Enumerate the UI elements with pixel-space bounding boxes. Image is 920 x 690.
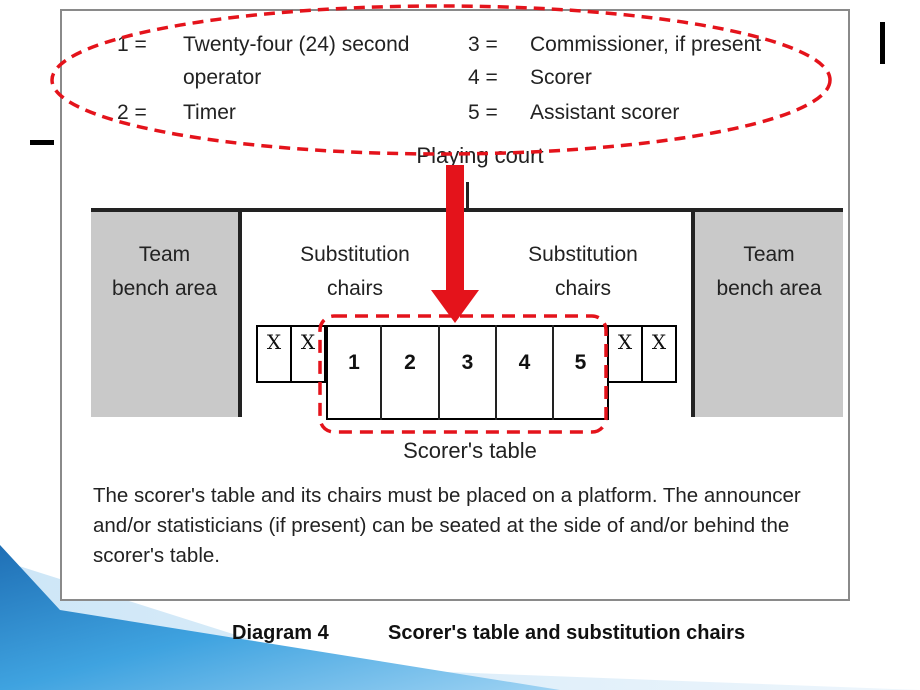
team-bench-label-left-line1: Team xyxy=(138,243,191,266)
team-bench-label-left-line2: bench area xyxy=(111,277,218,300)
seat-5: 5 xyxy=(574,351,587,374)
subs-label-right-line1: Substitution xyxy=(528,243,638,266)
diagram-number: Diagram 4 xyxy=(232,622,329,644)
substitution-chairs-label-right: Substitution chairs xyxy=(478,238,688,306)
slide-title-dash xyxy=(30,140,54,145)
diagram-title: Scorer's table and substitution chairs xyxy=(388,622,746,644)
center-line xyxy=(466,182,469,212)
legend-text-4: Scorer xyxy=(530,66,592,89)
legend-text-1-cont: operator xyxy=(183,66,262,89)
team-bench-label-left: Team bench area xyxy=(91,238,238,306)
team-bench-label-right-line2: bench area xyxy=(716,277,822,300)
substitution-chairs-label-left: Substitution chairs xyxy=(250,238,460,306)
legend-text-3: Commissioner, if present xyxy=(530,33,762,56)
chair-x-right-2: X xyxy=(641,325,677,383)
seat-3: 3 xyxy=(461,351,474,374)
legend-num-2: 2 = xyxy=(117,101,147,124)
slide-edge-bar xyxy=(880,22,885,64)
legend-text-5: Assistant scorer xyxy=(530,101,680,124)
scorers-table-label: Scorer's table xyxy=(403,438,537,463)
legend-text-1: Twenty-four (24) second xyxy=(183,33,410,56)
seat-4: 4 xyxy=(518,351,531,374)
bench-divider-right xyxy=(691,212,695,417)
seat-1: 1 xyxy=(348,351,360,374)
legend-num-4: 4 = xyxy=(468,66,498,89)
subs-label-left-line2: chairs xyxy=(326,277,384,300)
legend-num-1: 1 = xyxy=(117,33,147,56)
subs-label-left-line1: Substitution xyxy=(300,243,410,266)
legend-text-2: Timer xyxy=(183,101,236,124)
team-bench-area-left xyxy=(91,212,238,417)
legend-num-5: 5 = xyxy=(468,101,498,124)
bench-divider-left xyxy=(238,212,242,417)
team-bench-label-right-line1: Team xyxy=(743,243,795,266)
team-bench-label-right: Team bench area xyxy=(695,238,843,306)
team-bench-area-right xyxy=(695,212,843,417)
chair-x-left-2: X xyxy=(290,325,326,383)
chair-x-left-1: X xyxy=(256,325,292,383)
chair-x-right-1: X xyxy=(607,325,643,383)
placement-note: The scorer's table and its chairs must b… xyxy=(93,484,801,567)
legend-num-3: 3 = xyxy=(468,33,498,56)
seat-2: 2 xyxy=(404,351,416,374)
playing-court-label: Playing court xyxy=(416,143,544,168)
subs-label-right-line2: chairs xyxy=(554,277,612,300)
